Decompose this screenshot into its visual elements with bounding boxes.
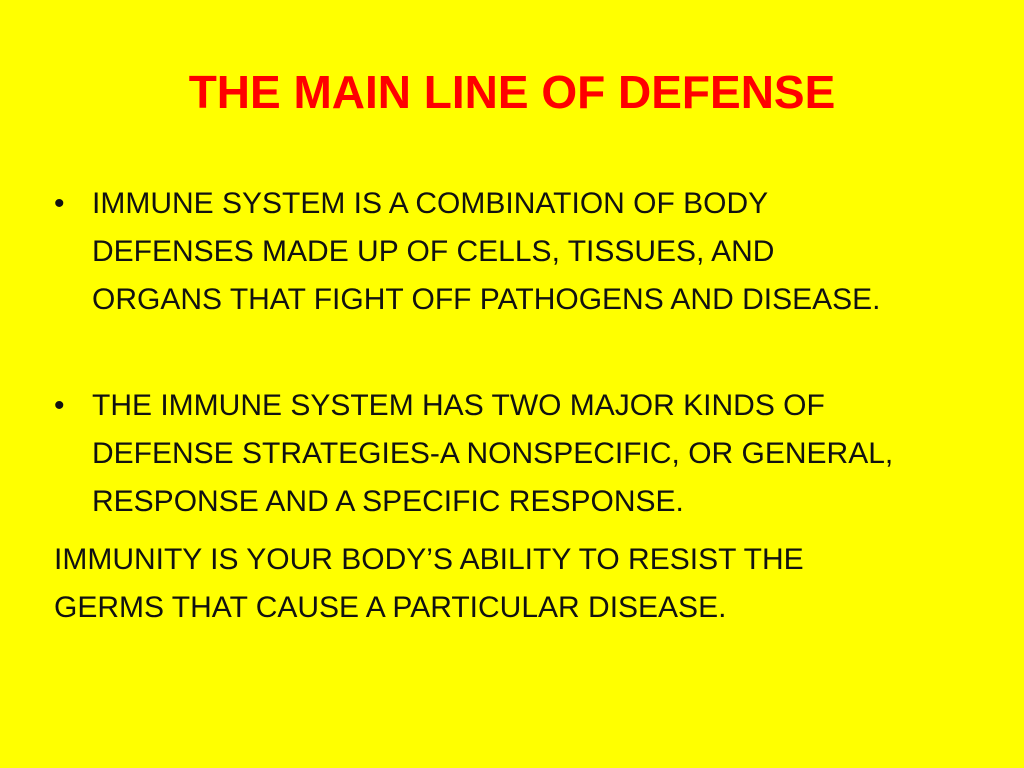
- bullet-text-1: IMMUNE SYSTEM IS A COMBINATION OF BODY D…: [92, 180, 974, 324]
- bullet-2-line-2: DEFENSE STRATEGIES-A NONSPECIFIC, OR GEN…: [92, 437, 894, 470]
- slide-content: • IMMUNE SYSTEM IS A COMBINATION OF BODY…: [54, 180, 974, 632]
- bullet-2-line-1: THE IMMUNE SYSTEM HAS TWO MAJOR KINDS OF: [92, 389, 825, 422]
- slide-title: THE MAIN LINE OF DEFENSE: [188, 66, 836, 118]
- bullet-text-2: THE IMMUNE SYSTEM HAS TWO MAJOR KINDS OF…: [92, 382, 974, 526]
- bullet-2-line-3: RESPONSE AND A SPECIFIC RESPONSE.: [92, 485, 684, 518]
- bullet-1-line-3: ORGANS THAT FIGHT OFF PATHOGENS AND DISE…: [92, 283, 881, 316]
- bullet-1-line-1: IMMUNE SYSTEM IS A COMBINATION OF BODY: [92, 187, 769, 220]
- bullet-marker-2: •: [54, 389, 65, 422]
- bullet-marker-1: •: [54, 187, 65, 220]
- immunity-paragraph: IMMUNITY IS YOUR BODY’S ABILITY TO RESIS…: [54, 536, 974, 632]
- bullet-item-2: • THE IMMUNE SYSTEM HAS TWO MAJOR KINDS …: [54, 382, 974, 526]
- bullet-spacer: [54, 324, 974, 382]
- paragraph-line-2: GERMS THAT CAUSE A PARTICULAR DISEASE.: [54, 591, 727, 624]
- bullet-item-1: • IMMUNE SYSTEM IS A COMBINATION OF BODY…: [54, 180, 974, 324]
- paragraph-line-1: IMMUNITY IS YOUR BODY’S ABILITY TO RESIS…: [54, 543, 804, 576]
- bullet-1-line-2: DEFENSES MADE UP OF CELLS, TISSUES, AND: [92, 235, 775, 268]
